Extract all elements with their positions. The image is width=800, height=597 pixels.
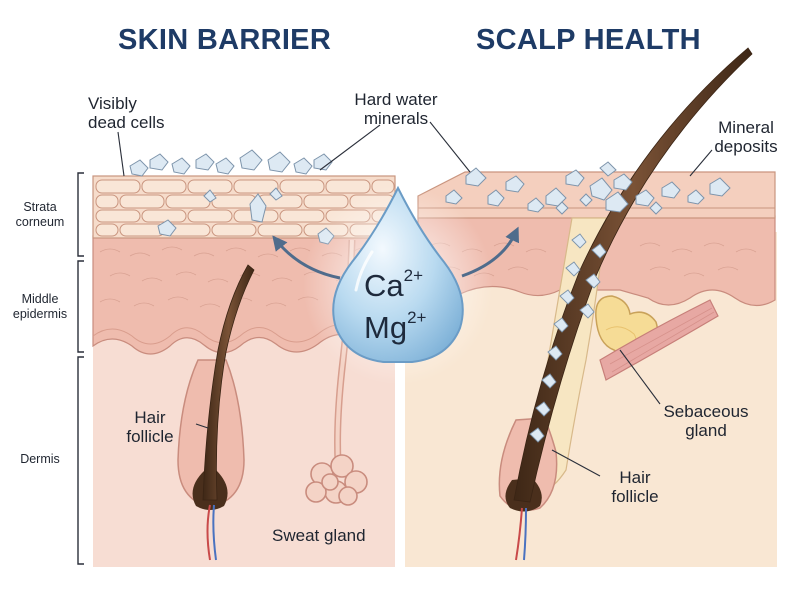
sweat-gland-label: Sweat gland [272, 526, 366, 545]
strata-corneum-label: Strata corneum [15, 200, 65, 229]
left-hair-follicle-label: Hair follicle [126, 408, 174, 446]
hard-water-label: Hard water minerals [354, 90, 438, 128]
right-hair-follicle-label: Hair follicle [611, 468, 659, 506]
right-hair-shaft [513, 47, 753, 503]
layer-brackets [77, 172, 84, 565]
sweat-gland [305, 454, 368, 506]
left-hair-shaft [202, 264, 255, 501]
water-droplet [303, 185, 493, 385]
dead-cells-label: Visibly dead cells [88, 94, 165, 132]
dermis-label: Dermis [20, 452, 60, 466]
leader-lines [117, 121, 713, 477]
sebaceous-gland-label: Sebaceous gland [663, 402, 749, 440]
middle-epidermis-label: Middle epidermis [12, 292, 68, 321]
arrector-pili-muscle [599, 299, 719, 381]
magnesium-ion-label: Mg2+ [364, 307, 427, 345]
scalp-health-heading: SCALP HEALTH [476, 24, 701, 56]
migration-arrows [272, 226, 519, 280]
follicle-mineral-deposits [529, 233, 607, 443]
skin-barrier-heading: SKIN BARRIER [118, 24, 332, 56]
mineral-deposits-label: Mineral deposits [714, 118, 778, 156]
scalp-mineral-crystals [445, 161, 731, 215]
arrow-to-skin [272, 235, 341, 280]
droplet-shape [332, 185, 464, 363]
arrow-to-scalp [461, 226, 519, 278]
calcium-ion-label: Ca2+ [364, 265, 424, 303]
